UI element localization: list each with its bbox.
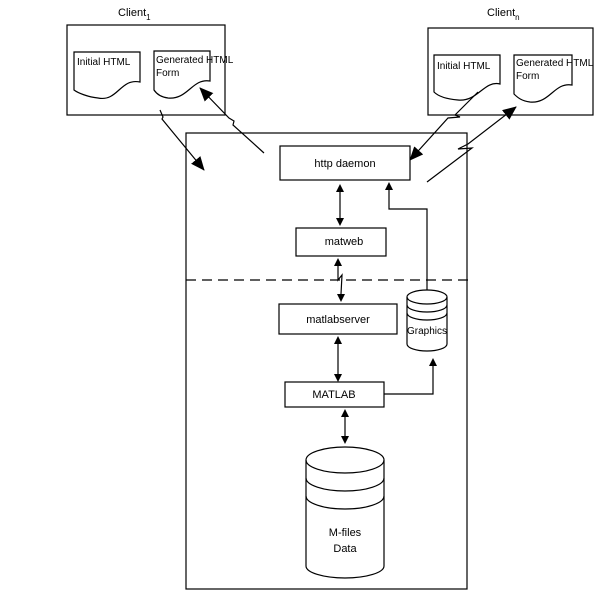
http-daemon-label: http daemon xyxy=(314,158,375,170)
generated-html-label-n: Generated HTML xyxy=(516,58,594,69)
generated-html-label-1: Generated HTML xyxy=(156,55,234,66)
graphics-label: Graphics xyxy=(407,326,447,337)
graphics-http-link xyxy=(388,188,428,290)
client-1-request-arrow xyxy=(159,109,205,171)
initial-html-document-n xyxy=(433,54,501,101)
client-1-box xyxy=(66,24,226,116)
matlab-mfiles-arrowheads xyxy=(341,409,349,444)
matweb-label: matweb xyxy=(325,236,364,248)
server-boundary xyxy=(185,132,468,590)
http-daemon-box xyxy=(279,145,411,181)
graphics-http-arrowhead xyxy=(385,182,393,190)
matweb-box xyxy=(295,227,387,257)
generated-html-document-n xyxy=(513,54,573,103)
matlab-graphics-arrowhead xyxy=(429,358,437,366)
initial-html-document-1 xyxy=(73,51,141,99)
matlabserver-label: matlabserver xyxy=(306,314,370,326)
client-n: Clientn Initial HTML Generated HTML Form xyxy=(427,7,594,116)
generated-html-form-label-1: Form xyxy=(156,68,179,79)
mfiles-data-store: M-files Data xyxy=(305,446,385,579)
mfiles-label: M-files xyxy=(329,527,362,539)
matlab-label: MATLAB xyxy=(312,389,355,401)
initial-html-label-n: Initial HTML xyxy=(437,61,491,72)
client-n-title: Clientn xyxy=(487,7,520,22)
matweb-matlabserver-link xyxy=(337,266,343,295)
matlabserver-box xyxy=(278,303,398,335)
generated-html-form-label-n: Form xyxy=(516,71,539,82)
graphics-store: Graphics xyxy=(406,289,448,352)
client-n-response-arrow xyxy=(426,106,517,183)
client-n-box xyxy=(427,27,594,116)
data-label: Data xyxy=(333,543,357,555)
client-1-response-arrow xyxy=(199,87,265,154)
client-1-title: Client1 xyxy=(118,7,151,22)
client-n-request-arrow xyxy=(409,91,479,161)
initial-html-label-1: Initial HTML xyxy=(77,57,131,68)
client-1: Client1 Initial HTML Generated HTML Form xyxy=(66,7,234,116)
generated-html-document-1 xyxy=(153,50,211,99)
matlab-graphics-link xyxy=(384,364,434,395)
